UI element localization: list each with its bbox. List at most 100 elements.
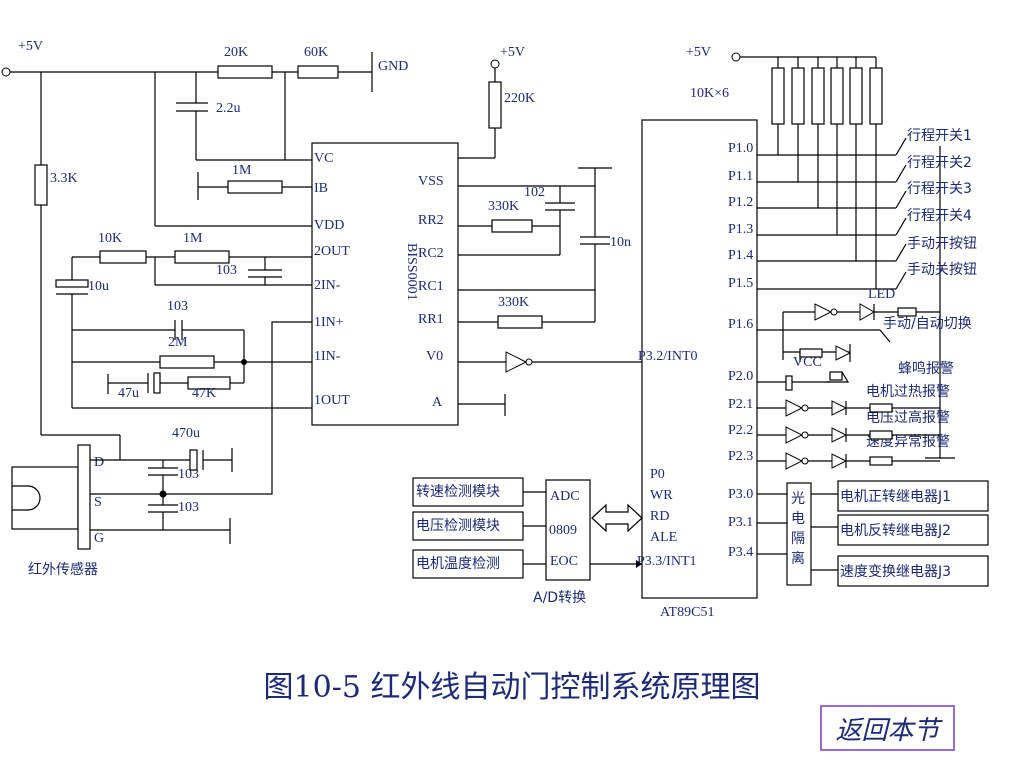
bis-pin-vss: VSS	[418, 174, 444, 189]
mcu-pin-p21: P2.1	[728, 397, 753, 412]
r10k-label: 10K	[98, 231, 122, 246]
detect-box-speed	[412, 477, 524, 507]
mcu-name: AT89C51	[660, 605, 714, 620]
c470u-label: 470u	[172, 426, 200, 441]
p16-led-network: LED VCC	[757, 287, 940, 370]
bis-pin-rc2: RC2	[418, 246, 444, 261]
resistor-330k-b	[497, 315, 543, 329]
mcu-pin-p23: P2.3	[728, 449, 753, 464]
inverter-overheat	[785, 399, 804, 417]
capacitor-10u	[55, 279, 89, 288]
diode-overheat	[831, 400, 848, 416]
bis-pin-rr1: RR1	[418, 312, 444, 327]
opto-char-3: 隔	[791, 531, 805, 547]
figure-caption: 图10-5 红外线自动门控制系统原理图	[263, 670, 761, 705]
bis-pin-vc: VC	[314, 151, 333, 166]
bis-pin-vdd: VDD	[314, 218, 344, 233]
mcu-pin-p30: P3.0	[728, 487, 753, 502]
infrared-sensor: D S G 红外传感器 103 103 470u	[11, 426, 233, 578]
c47u-label: 47u	[118, 386, 139, 401]
pullup-network: +5V 10K×6	[686, 45, 955, 459]
switch-label-6: 手动关按钮	[907, 262, 977, 278]
mcu-pin-int1: P3.3/INT1	[637, 554, 697, 569]
c102-label: 102	[524, 185, 545, 200]
c103-a-label: 103	[216, 263, 237, 278]
switch-labels: 行程开关1 行程开关2 行程开关3 行程开关4 手动开按钮 手动关按钮 手动/自…	[883, 128, 977, 332]
switch-label-4: 行程开关4	[907, 208, 972, 224]
r20k-label: 20K	[224, 45, 248, 60]
alarm-network: 蜂鸣报警 电机过热报警 电压过高报警 速度异常报警	[757, 360, 954, 470]
bis-pin-2out: 2OUT	[314, 244, 350, 259]
bis-pin-rc1: RC1	[418, 279, 444, 294]
detect-label-voltage: 电压检测模块	[416, 518, 500, 534]
alarm-label-3: 电压过高报警	[866, 409, 950, 426]
mcu-pin-p15: P1.5	[728, 276, 753, 291]
r47k-label: 47K	[192, 386, 216, 401]
biss-chip-name: BISS0001	[404, 243, 419, 301]
sensor-pin-g: G	[94, 531, 104, 546]
relay-network: 光 电 隔 离 电机正转继电器J1 电机反转继电器J2 速度变换继电器J3	[757, 480, 989, 587]
opto-char-1: 光	[791, 491, 805, 507]
diode-overvoltage	[831, 427, 848, 443]
opto-char-2: 电	[791, 511, 805, 527]
detect-box-temp	[412, 549, 524, 579]
resistor-1m-ib	[227, 180, 283, 194]
switch-label-3: 行程开关3	[907, 181, 972, 197]
stage2-network: 10K 1M 103 10u	[55, 231, 312, 408]
rpack-label: 10K×6	[690, 86, 729, 101]
sensor-pin-s: S	[94, 495, 102, 510]
r330k-a-label: 330K	[488, 199, 519, 214]
c103-d-label: 103	[178, 500, 199, 515]
detect-label-temp: 电机温度检测	[416, 556, 500, 572]
optocoupler-box	[786, 482, 812, 586]
opto-char-4: 离	[791, 550, 805, 567]
r1m-ib-label: 1M	[232, 163, 252, 178]
timing-network: +5V 220K 10n 102 330K 330K	[458, 45, 642, 416]
buzzer-icon	[829, 371, 843, 381]
bus-arrow	[591, 503, 643, 533]
at89c51-chip: AT89C51 P3.2/INT0 P0 WR RD ALE P3.3/INT1…	[637, 119, 758, 620]
c2u2-label: 2.2u	[216, 101, 241, 116]
bis-pin-ib: IB	[314, 181, 328, 196]
vcc-right-label: +5V	[686, 45, 711, 60]
resistor-220k	[488, 81, 502, 129]
mcu-pin-p0: P0	[650, 467, 665, 482]
stage1-network: 103 2M 47u 47K	[72, 299, 312, 495]
back-to-section-button[interactable]: 返回本节	[820, 705, 955, 751]
capacitor-buzzer	[785, 375, 793, 391]
bis-pin-2in: 2IN-	[314, 278, 341, 293]
mcu-pin-p22: P2.2	[728, 423, 753, 438]
ib-resistor-group: 1M	[197, 163, 312, 200]
vcc-mid-label: +5V	[500, 45, 525, 60]
bis-pin-1out: 1OUT	[314, 393, 350, 408]
mcu-pin-p12: P1.2	[728, 195, 753, 210]
adc-chip	[545, 479, 591, 581]
r60k-label: 60K	[304, 45, 328, 60]
inverter-overvoltage	[785, 426, 804, 444]
adc-caption: A/D转换	[533, 589, 586, 606]
relay-box-j3	[837, 555, 989, 587]
detect-label-speed: 转速检测模块	[416, 484, 500, 500]
mcu-pin-int0: P3.2/INT0	[638, 349, 698, 364]
inverter-led	[814, 303, 833, 321]
led-diode	[859, 303, 876, 321]
relay-label-j1: 电机正转继电器J1	[840, 489, 951, 505]
resistor-3k3	[34, 164, 48, 206]
resistor-20k	[217, 65, 273, 79]
alarm-label-2: 电机过热报警	[866, 384, 950, 400]
adc-label-2: 0809	[549, 523, 577, 538]
relay-box-j2	[837, 514, 989, 546]
bis-pin-1inn: 1IN-	[314, 349, 341, 364]
mcu-pin-p34: P3.4	[728, 545, 753, 560]
adc-section: 转速检测模块 电压检测模块 电机温度检测 ADC 0809 EOC A/D转换	[412, 477, 643, 606]
biss0001-chip: BISS0001 VC IB VDD 2OUT 2IN- 1IN+ 1IN- 1…	[311, 142, 459, 426]
diode-buzzer	[835, 345, 852, 361]
vcc-left-label: +5V	[18, 39, 43, 54]
c103-b-label: 103	[167, 299, 188, 314]
r1m-2-label: 1M	[183, 231, 203, 246]
sensor-label: 红外传感器	[28, 561, 98, 578]
mcu-pin-p11: P1.1	[728, 169, 753, 184]
mcu-pin-rd: RD	[650, 509, 669, 524]
capacitor-470u	[189, 449, 198, 471]
